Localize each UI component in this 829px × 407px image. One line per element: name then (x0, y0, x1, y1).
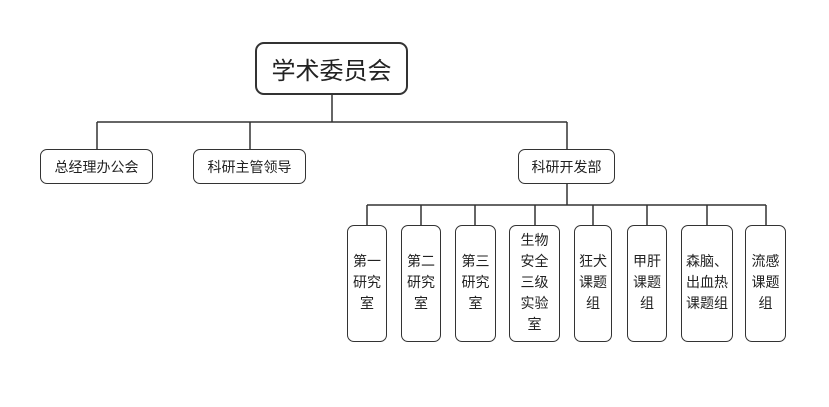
unit-node-label: 甲肝课题组 (633, 254, 661, 312)
unit-node-label: 第三研究室 (461, 254, 490, 312)
unit-node-label: 第一研究室 (353, 254, 381, 312)
unit-node-rabies-group: 狂犬课题组 (574, 225, 612, 342)
unit-node-label: 流感课题组 (751, 254, 780, 312)
dept-node-gm-office: 总经理办公会 (40, 149, 153, 184)
unit-node-lab-2: 第二研究室 (401, 225, 441, 342)
dept-node-label: 总经理办公会 (54, 159, 139, 176)
unit-node-hepatitis-a-group: 甲肝课题组 (627, 225, 667, 342)
unit-node-bsl3-lab: 生物安全三级实验室 (509, 225, 560, 342)
unit-node-label: 生物安全三级实验室 (520, 233, 549, 333)
unit-node-lab-3: 第三研究室 (455, 225, 496, 342)
dept-node-research-lead: 科研主管领导 (193, 149, 306, 184)
unit-node-encephalitis-hf-group: 森脑、出血热课题组 (681, 225, 733, 342)
dept-node-label: 科研主管领导 (207, 159, 292, 176)
dept-node-rd-department: 科研开发部 (518, 149, 615, 184)
unit-node-label: 第二研究室 (407, 254, 435, 312)
unit-node-label: 狂犬课题组 (579, 254, 607, 312)
root-node-academic-committee: 学术委员会 (255, 42, 408, 95)
dept-node-label: 科研开发部 (531, 159, 602, 176)
unit-node-influenza-group: 流感课题组 (745, 225, 786, 342)
unit-node-label: 森脑、出血热课题组 (686, 254, 728, 312)
unit-node-lab-1: 第一研究室 (347, 225, 387, 342)
root-node-label: 学术委员会 (271, 57, 392, 85)
